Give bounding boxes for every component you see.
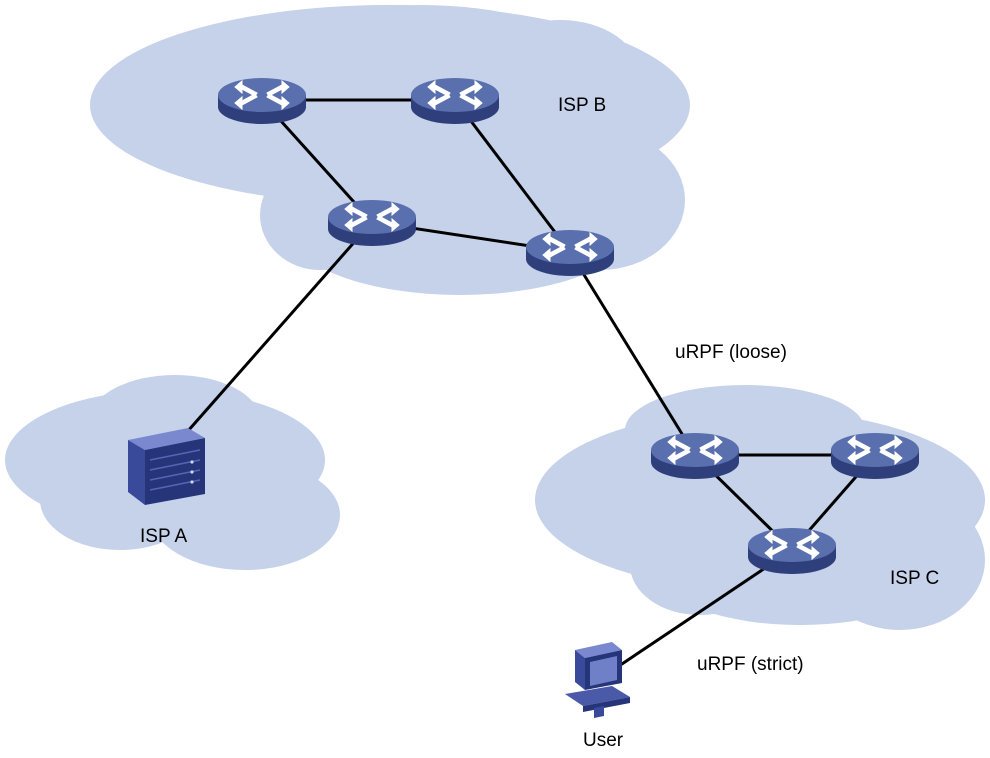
- router-b1-icon: [217, 77, 307, 125]
- urpf-loose-label: uRPF (loose): [675, 342, 787, 363]
- urpf-strict-label: uRPF (strict): [697, 654, 804, 675]
- isp-c-cloud: [535, 385, 985, 630]
- link-b4-c1: [568, 251, 697, 456]
- link-b3-server: [178, 221, 374, 441]
- isp-b-label: ISP B: [558, 95, 606, 116]
- router-b3-icon: [327, 199, 417, 247]
- user-pc-icon: [565, 642, 630, 718]
- isp-a-label: ISP A: [140, 526, 188, 547]
- isp-c-label: ISP C: [890, 568, 939, 589]
- router-b2-icon: [410, 77, 500, 125]
- user-label: User: [583, 730, 624, 751]
- router-b4-icon: [525, 229, 615, 277]
- router-c2-icon: [830, 432, 920, 480]
- server-icon: [128, 428, 205, 505]
- link-b2-b4: [453, 99, 572, 253]
- router-c3-icon: [747, 527, 837, 575]
- link-c3-user: [609, 548, 793, 674]
- router-c1-icon: [650, 432, 740, 480]
